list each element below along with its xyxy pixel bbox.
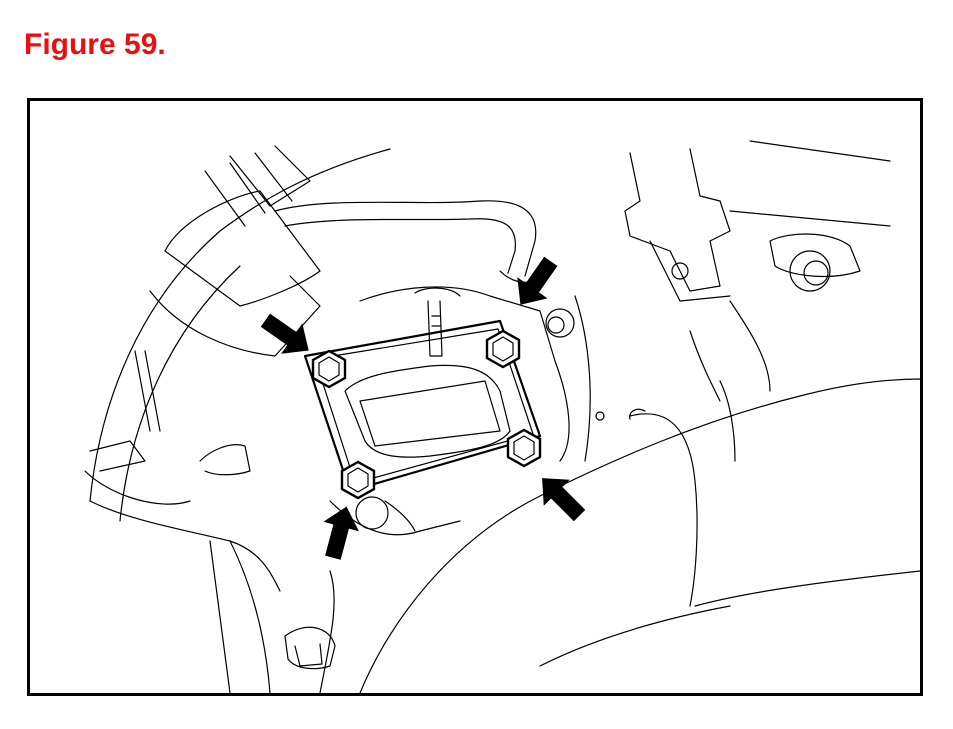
small-bolt	[545, 308, 575, 338]
right-bracket	[624, 140, 891, 402]
bolt-icon	[506, 428, 542, 468]
wire-harness	[84, 145, 391, 522]
arrows	[260, 256, 586, 560]
arrow-pointer-icon	[517, 256, 558, 305]
figure-title: Figure 59.	[24, 28, 166, 61]
lower-structure	[89, 444, 461, 693]
bolt-icon	[311, 349, 347, 389]
diagram-frame	[27, 98, 923, 696]
line-drawing	[84, 140, 920, 693]
lower-bolt	[355, 496, 416, 532]
arrow-pointer-icon	[542, 478, 586, 522]
bolt-icon	[340, 460, 376, 500]
arrow-pointer-icon	[260, 313, 309, 354]
arrow-pointer-icon	[323, 506, 359, 560]
housing	[359, 286, 605, 462]
upper-hose	[274, 200, 537, 283]
large-pipe	[359, 378, 920, 693]
bolts	[311, 329, 542, 500]
bolt-icon	[485, 329, 521, 369]
